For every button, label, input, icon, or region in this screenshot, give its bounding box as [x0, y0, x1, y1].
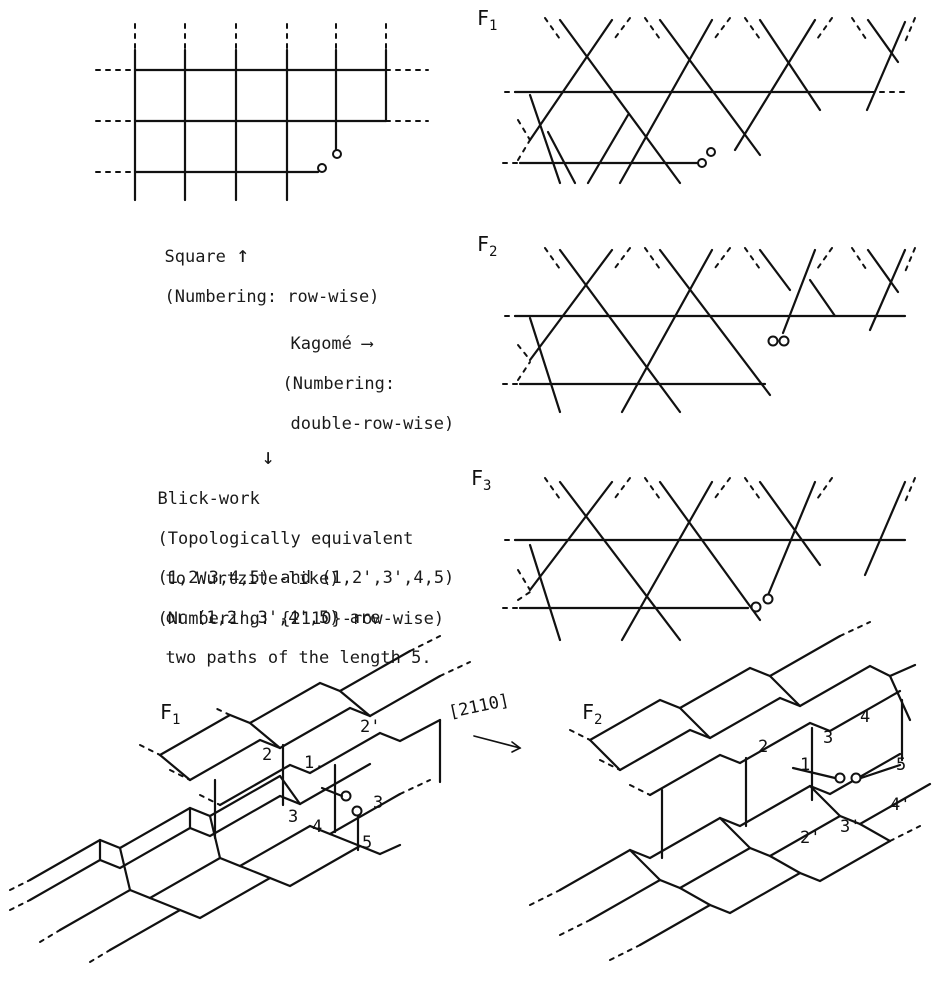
- f1-label-3b: 3: [373, 793, 383, 813]
- direction-label: [2110]: [447, 691, 511, 723]
- brickwork-f1: 2 1. 2' 3 3 4 5 [2110]: [9, 635, 522, 963]
- square-numbering: (Numbering: row-wise): [164, 287, 380, 307]
- f2-label-2: 2: [758, 737, 768, 757]
- paths-line3: two paths of the length 5.: [165, 648, 432, 668]
- kagome-caption: Kagomé ⟶ (Numbering: double-row-wise): [262, 314, 454, 434]
- f2-label-2p: 2': [800, 828, 820, 848]
- f2-label-5: 5: [896, 755, 906, 775]
- f2-label-1: 1: [800, 755, 810, 775]
- kagome-title: Kagomé: [290, 334, 352, 354]
- kagome-f3: [502, 477, 916, 642]
- brick-line2: (Topologically equivalent: [157, 529, 414, 549]
- f2-label-4: 4: [860, 707, 870, 727]
- square-lattice: [95, 23, 429, 202]
- f2-label-3p: 3': [840, 817, 860, 837]
- panel-label-f1-top: F1: [477, 6, 498, 34]
- f2-label-4p: 4': [890, 795, 910, 815]
- paths-caption: (1,2.3,4,5) and (1,2',3',4,5) or (1,2',3…: [137, 548, 454, 668]
- kagome-f1: [502, 17, 916, 185]
- f1-label-4: 4: [312, 817, 322, 837]
- f1-label-2p: 2': [360, 717, 380, 737]
- brick-caption: ↓ Blick-work (Topologically equivalent t…: [137, 428, 445, 630]
- right-arrow-icon: ⟶: [362, 334, 373, 354]
- f2-label-3: 3: [823, 728, 833, 748]
- f1-label-1: 1.: [304, 753, 324, 773]
- panel-label-f3-top: F3: [471, 466, 492, 494]
- f1-label-5: 5: [362, 833, 372, 853]
- down-arrow-icon: ↓: [261, 445, 275, 470]
- direction-arrow-icon: [473, 735, 521, 749]
- kagome-numbering-1: (Numbering:: [282, 374, 396, 394]
- brick-title: Blick-work: [157, 489, 260, 509]
- brick-line4: (Numbering: {2110}-row-wise): [157, 609, 445, 629]
- panel-label-f1-bottom: F1: [160, 700, 181, 728]
- panel-label-f2-bottom: F2: [582, 700, 603, 728]
- kagome-f2: [502, 247, 916, 414]
- brickwork-f2: 2 3 4 1 5 2' 3' 4': [529, 621, 932, 961]
- brick-line3: to Wurtzite-like): [165, 569, 340, 589]
- f1-label-3a: 3: [288, 807, 298, 827]
- f1-label-2: 2: [262, 745, 272, 765]
- up-arrow-icon: ↑: [236, 243, 250, 268]
- square-caption: Square ↑ (Numbering: row-wise): [144, 226, 380, 308]
- kagome-numbering-2: double-row-wise): [290, 414, 455, 434]
- paths-line1: (1,2.3,4,5) and (1,2',3',4,5): [157, 568, 455, 588]
- paths-line2: or (1,2',3',4',5) are: [165, 608, 381, 628]
- square-title: Square: [164, 247, 226, 267]
- panel-label-f2-top: F2: [477, 232, 498, 260]
